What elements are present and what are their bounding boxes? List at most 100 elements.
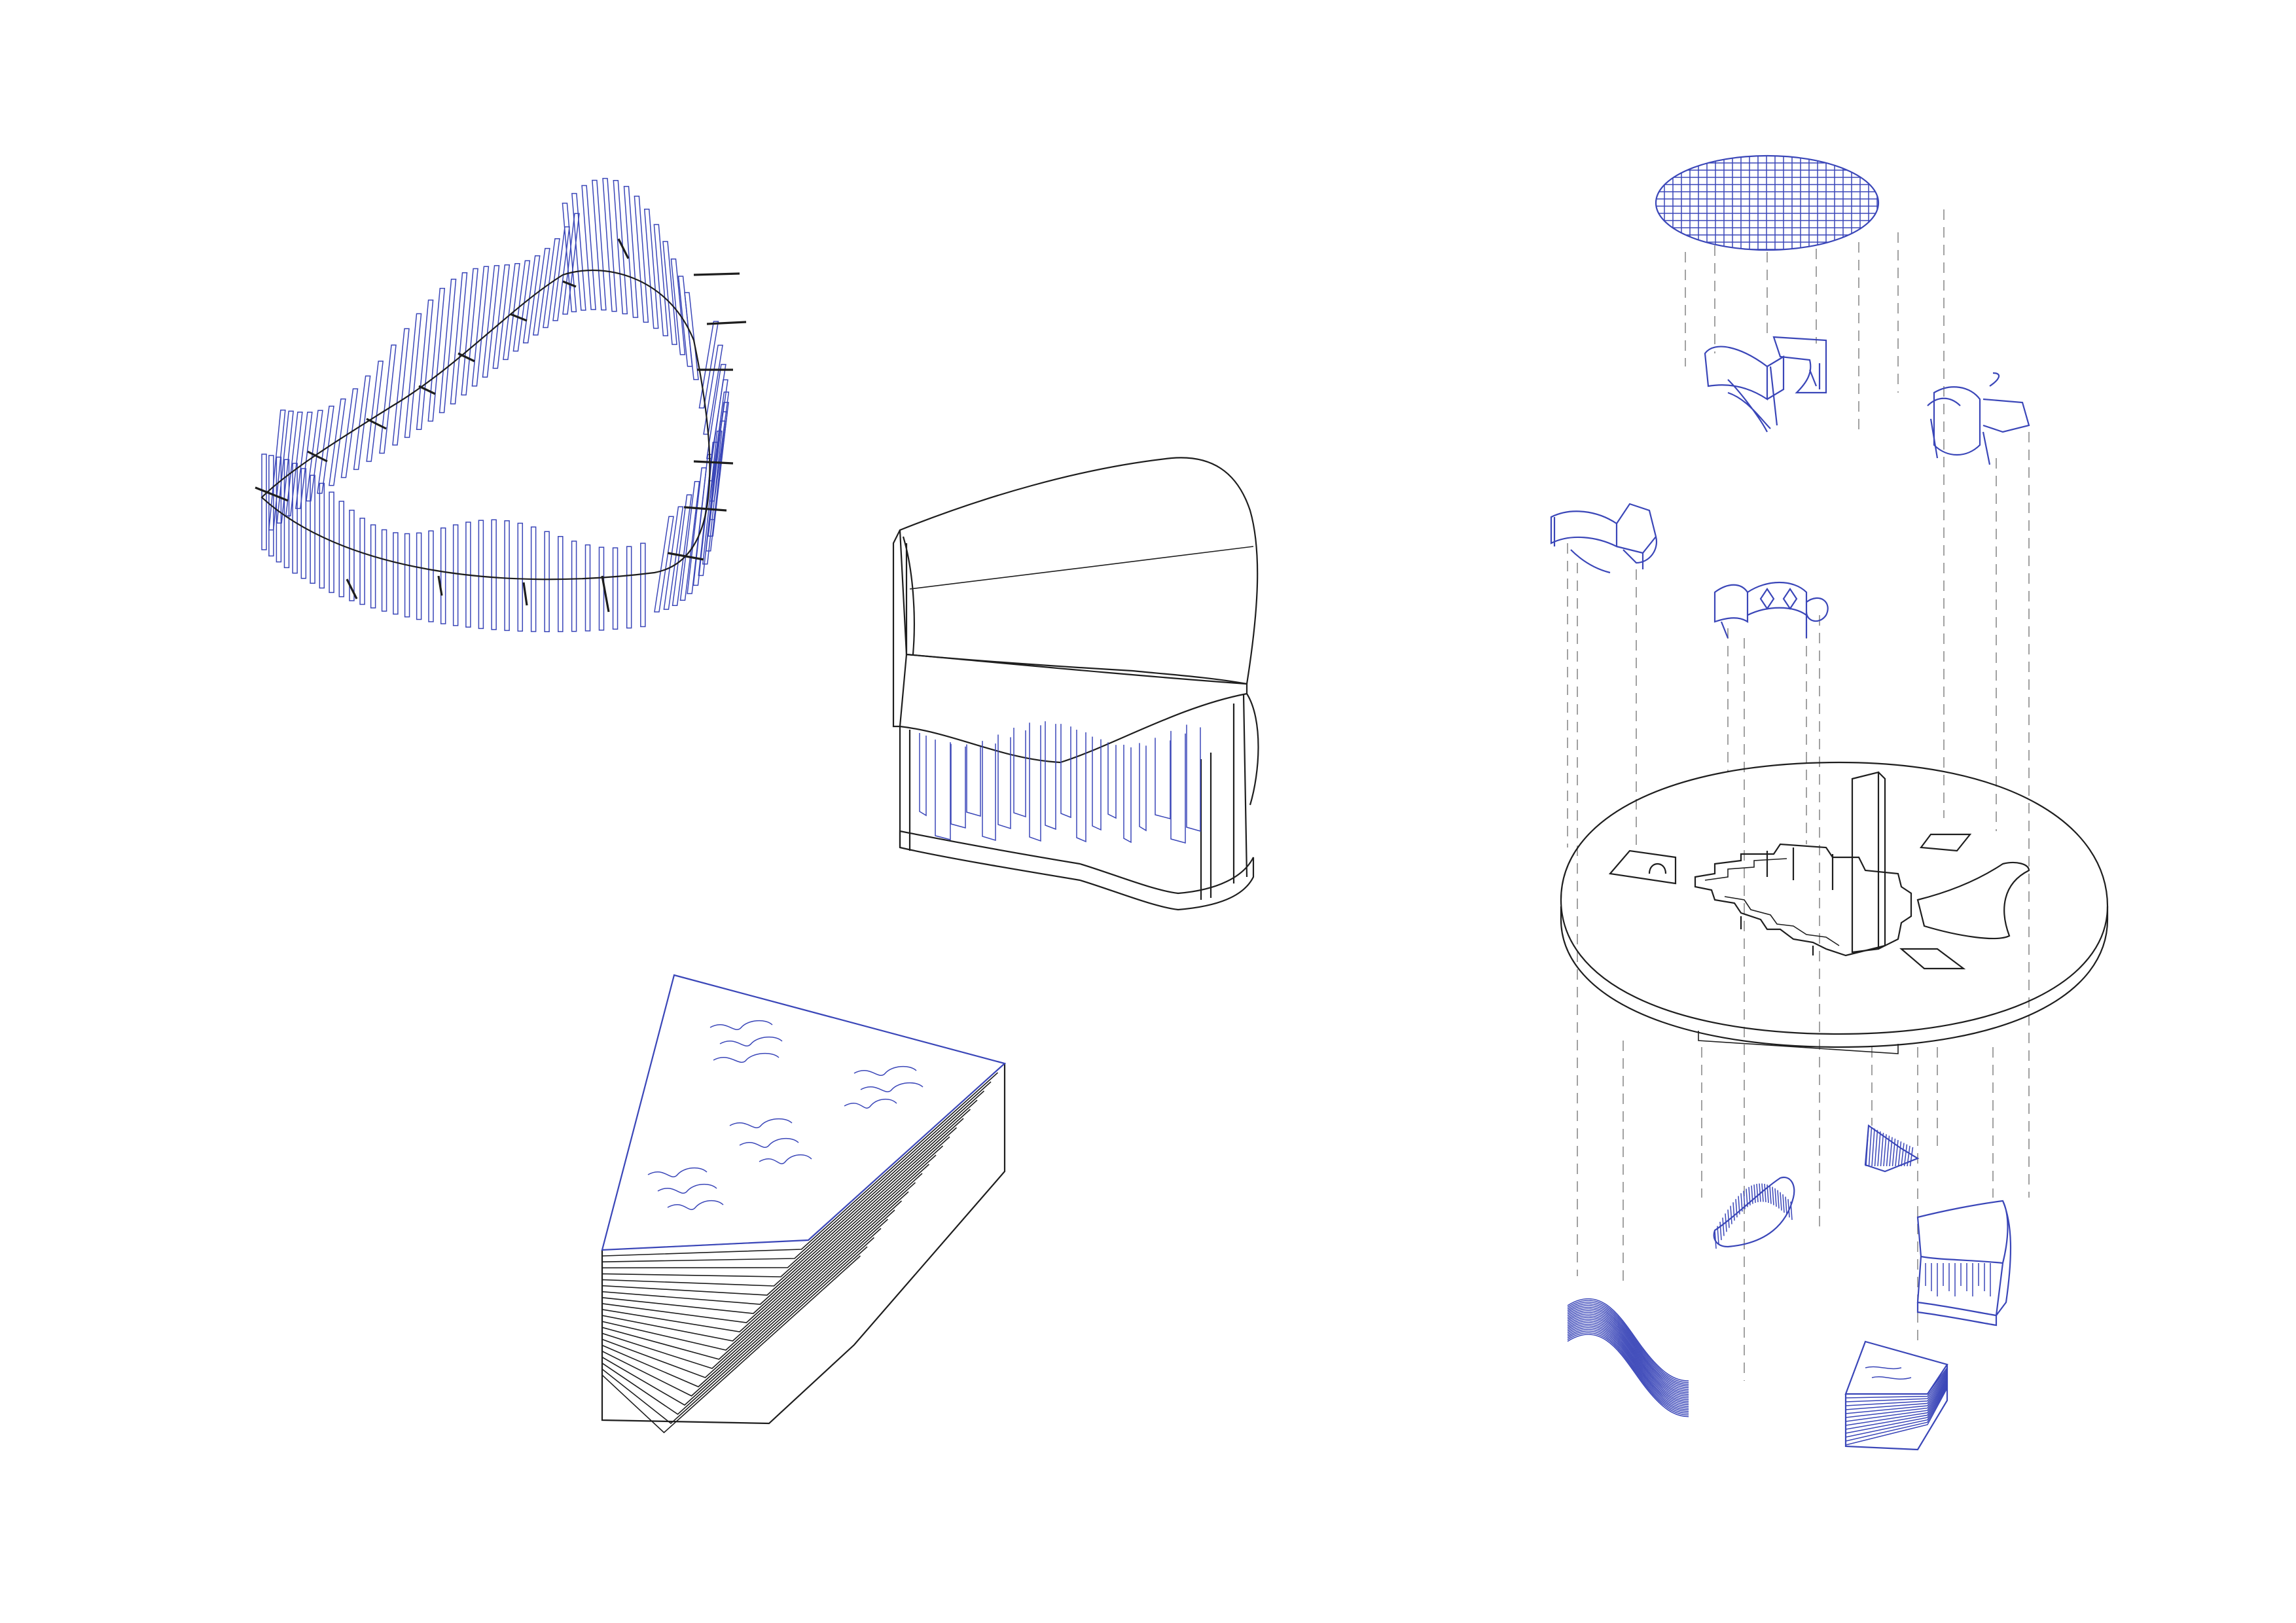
pavilion-hanging-fins [919,721,1201,844]
main-platform-disc [1560,761,2109,1054]
fin-line [1871,1128,1875,1167]
ribbon-fin [626,546,632,629]
wave-ribbon-line [1567,1305,1689,1389]
ribbon-fin [461,268,478,396]
pavilion-roof-top [899,457,1259,685]
ribbon-strut [307,450,328,463]
wave-line [853,1065,917,1076]
ring-fin [1759,1183,1761,1202]
ribbon-strut [418,385,436,395]
ribbon-fin [677,276,693,367]
ribbon-fin [571,192,586,311]
ribbon-strut [346,579,358,599]
pavilion-fin [1013,728,1026,818]
ribbon-fin [504,520,510,632]
ribbon-fin [662,241,677,346]
fin-line [1868,1127,1873,1167]
ribbon-fin [404,533,410,618]
ribbon-strut [683,506,727,512]
ribbon-fin [416,532,422,620]
wave-ribbon-line [1567,1330,1689,1414]
block-layer-line [1845,1380,1948,1426]
fragment-centre [1713,582,1829,639]
exploded-axonometric-assembly [1550,154,2109,1451]
fragment-left [1550,503,1658,574]
fin-line [1901,1143,1905,1167]
ribbon-fin [340,388,359,478]
ring-fin [1787,1199,1790,1218]
fin-line [1907,1145,1910,1167]
ribbon-fin [306,410,323,502]
small-fin-wedge [1864,1124,1920,1173]
wave-line [759,1154,812,1164]
pavilion-back-curve [1246,693,1259,806]
ribbon-fin [653,224,669,336]
pavilion-roof-front-edge [899,653,1248,764]
ring-fin [1785,1196,1787,1215]
ribbon-fin [679,481,700,601]
ring-fin [1769,1185,1772,1204]
ribbon-fin [702,430,723,565]
ribbon-fin [698,321,719,409]
ribbon-fin [329,491,334,594]
ribbon-fin [276,410,294,524]
ribbon-strut [693,460,734,465]
ribbon-fin [317,405,334,494]
ring-fin [1753,1184,1756,1204]
ribbon-fin [533,247,550,336]
ribbon-fin [353,375,371,471]
ribbon-fin [393,532,399,615]
ribbon-fin [427,287,446,422]
wave-line [713,1052,780,1063]
wave-ribbon-line [1567,1327,1689,1410]
ribbon-fin [543,238,560,329]
pavilion-posts [899,693,1248,900]
ring-fin [1738,1196,1740,1215]
block-layer-line [1845,1382,1948,1430]
ring-fin [1761,1183,1764,1202]
pavilion-fin [1029,722,1041,842]
dashed-projection-lines [1567,209,2030,1381]
ring-fin [1717,1226,1719,1245]
ribbon-fin [640,543,646,628]
fin-line [1880,1132,1884,1167]
ribbon-fin [471,266,490,387]
ribbon-fin [491,519,497,630]
ribbon-fin [482,265,500,378]
ribbon-fin [584,544,591,632]
ribbon-fin [654,516,674,613]
fin-line [1889,1137,1893,1167]
pavilion-fin [1107,742,1117,819]
fin-line [1883,1134,1887,1167]
pavilion-fin [1045,721,1056,830]
ribbon-fin [452,524,459,626]
ribbon-fin [612,547,619,630]
ribbon-strut [510,313,528,322]
wave-line [719,1036,783,1046]
block-layer-line [1845,1370,1948,1402]
wedge-top-face [601,974,1007,1251]
twisted-ribbon-structure [255,177,747,632]
fin-line [1895,1139,1899,1167]
ribbon-fin [285,411,303,517]
ribbon-fin [465,522,471,628]
fin-line [1909,1147,1914,1167]
wave-ribbon-line [1567,1306,1689,1390]
wave-line [709,1020,773,1030]
wave-ribbon-line [1567,1313,1689,1397]
ring-fin [1772,1186,1774,1205]
pavilion-roof-crease [909,546,1254,590]
ribbon-strut [457,352,475,363]
small-ribbon-ring [1713,1176,1795,1249]
ribbon-strut [601,575,610,613]
wave-ribbon-line [1567,1318,1689,1402]
block-layer-line [1845,1385,1948,1438]
pavilion-fin [1076,729,1086,843]
wave-line [729,1118,793,1128]
ribbon-strut [562,280,577,288]
ring-fin [1743,1190,1746,1209]
block-layer-line [1845,1387,1948,1446]
ribbon-fin [319,482,325,589]
ribbon-fin [571,541,577,632]
ring-fin [1740,1193,1743,1212]
